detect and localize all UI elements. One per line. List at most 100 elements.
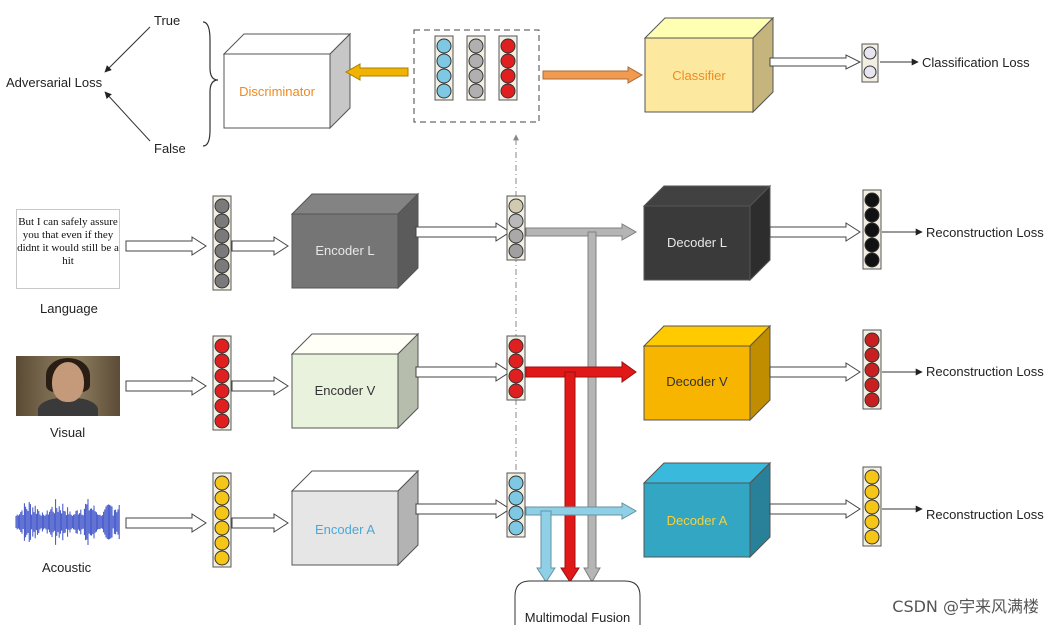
acoustic-latent-column-node-4 bbox=[508, 520, 524, 536]
language-input-column-node-1 bbox=[214, 198, 230, 214]
acoustic-output-column-node-5 bbox=[864, 529, 880, 545]
decoder-a-label: Decoder A bbox=[666, 513, 728, 528]
language-output-column-node-4 bbox=[864, 237, 880, 253]
watermark-text: CSDN @宇来风满楼 bbox=[892, 597, 1039, 616]
language-input-arrow bbox=[125, 236, 207, 256]
language-decoder-out-arrow bbox=[769, 222, 861, 242]
latent-red-column-node-4 bbox=[500, 83, 516, 99]
language-input-text: But I can safely assure you that even if… bbox=[16, 209, 120, 289]
visual-input-column-node-3 bbox=[214, 368, 230, 384]
acoustic-decoder-box-top bbox=[642, 462, 772, 484]
visual-output-column-node-5 bbox=[864, 392, 880, 408]
multimodal-fusion-label: Multimodal Fusion bbox=[524, 610, 631, 625]
decoder-v-label: Decoder V bbox=[666, 374, 728, 389]
discriminator-label: Discriminator bbox=[239, 84, 315, 99]
acoustic-output-column-node-2 bbox=[864, 484, 880, 500]
acoustic-encoder-box-top bbox=[290, 470, 420, 492]
visual-latent-column-node-2 bbox=[508, 353, 524, 369]
discriminator-box-top bbox=[222, 33, 352, 55]
acoustic-input-column-node-4 bbox=[214, 520, 230, 536]
acoustic-encoder-box-front bbox=[291, 490, 399, 566]
true-label: True bbox=[154, 13, 181, 28]
acoustic-output-column-node-1 bbox=[864, 469, 880, 485]
reconstruction-loss-v-label: Reconstruction Loss bbox=[926, 364, 1044, 379]
reconstruction-loss-l-label: Reconstruction Loss bbox=[926, 225, 1044, 240]
language-output-column-node-5 bbox=[864, 252, 880, 268]
visual-output-column-node-4 bbox=[864, 377, 880, 393]
red-latent-to-decoder-v bbox=[525, 361, 637, 383]
adversarial-loss-label: Adversarial Loss bbox=[6, 75, 103, 90]
acoustic-caption: Acoustic bbox=[42, 560, 92, 575]
latent-blue-column-node-4 bbox=[436, 83, 452, 99]
latent-gray-column-node-4 bbox=[468, 83, 484, 99]
acoustic-input-arrow bbox=[125, 513, 207, 533]
visual-decoder-box-front bbox=[643, 345, 751, 421]
encoder-l-label: Encoder L bbox=[315, 243, 375, 258]
language-input-column-node-5 bbox=[214, 258, 230, 274]
class-output-node-2 bbox=[863, 65, 877, 79]
language-input-column-node-2 bbox=[214, 213, 230, 229]
language-input-column-node-6 bbox=[214, 273, 230, 289]
visual-encoder-box-front bbox=[291, 353, 399, 429]
visual-encoder-out-arrow bbox=[415, 362, 511, 382]
acoustic-input-column-node-5 bbox=[214, 535, 230, 551]
arrow-true-to-loss bbox=[104, 26, 151, 73]
language-latent-column-node-3 bbox=[508, 228, 524, 244]
class-output-node-1 bbox=[863, 46, 877, 60]
gray-latent-to-decoder-l bbox=[525, 223, 638, 241]
acoustic-latent-column-node-3 bbox=[508, 505, 524, 521]
encoder-a-label: Encoder A bbox=[315, 522, 375, 537]
red-down-to-fusion bbox=[560, 371, 580, 583]
latent-group-frame bbox=[413, 29, 540, 123]
visual-output-column-node-2 bbox=[864, 347, 880, 363]
acoustic-decoder-out-arrow bbox=[769, 499, 861, 519]
visual-encoder-box-top bbox=[290, 333, 420, 355]
gray-down-to-fusion bbox=[583, 231, 601, 584]
language-decoder-box-front bbox=[643, 205, 751, 281]
visual-input-arrow bbox=[125, 376, 207, 396]
visual-input-column-node-4 bbox=[214, 383, 230, 399]
visual-input-column-node-2 bbox=[214, 353, 230, 369]
latent-red-column-node-2 bbox=[500, 53, 516, 69]
latent-gray-column-node-2 bbox=[468, 53, 484, 69]
visual-latent-column-node-4 bbox=[508, 383, 524, 399]
visual-output-column-node-3 bbox=[864, 362, 880, 378]
language-encoder-box-top bbox=[290, 193, 420, 215]
latent-blue-column-node-1 bbox=[436, 38, 452, 54]
acoustic-encoder-out-arrow bbox=[415, 499, 511, 519]
visual-input-image bbox=[16, 356, 120, 416]
language-output-column-node-2 bbox=[864, 207, 880, 223]
latent-red-column-node-1 bbox=[500, 38, 516, 54]
language-latent-column-node-1 bbox=[508, 198, 524, 214]
visual-latent-column-node-3 bbox=[508, 368, 524, 384]
latent-blue-column-node-2 bbox=[436, 53, 452, 69]
acoustic-input-column-node-1 bbox=[214, 475, 230, 491]
adversarial-brace bbox=[202, 21, 219, 147]
visual-to-encoder-arrow bbox=[231, 376, 289, 396]
visual-input-column-node-5 bbox=[214, 398, 230, 414]
latent-blue-column-node-3 bbox=[436, 68, 452, 84]
decoder-l-label: Decoder L bbox=[667, 235, 727, 250]
acoustic-latent-column-node-1 bbox=[508, 475, 524, 491]
classifier-box-top bbox=[643, 17, 775, 39]
visual-input-column-node-6 bbox=[214, 413, 230, 429]
acoustic-input-column-node-6 bbox=[214, 550, 230, 566]
visual-decoder-box-top bbox=[642, 325, 772, 347]
visual-caption: Visual bbox=[50, 425, 86, 440]
false-label: False bbox=[154, 141, 186, 156]
acoustic-latent-column-node-2 bbox=[508, 490, 524, 506]
language-to-encoder-arrow bbox=[231, 236, 289, 256]
arrow-to-discriminator bbox=[344, 63, 409, 81]
reconstruction-loss-a-label: Reconstruction Loss bbox=[926, 507, 1044, 522]
language-output-column-node-3 bbox=[864, 222, 880, 238]
discriminator-box-front bbox=[223, 53, 331, 129]
multimodal-fusion-box bbox=[514, 580, 641, 625]
acoustic-waveform bbox=[15, 498, 120, 546]
latent-gray-column-node-1 bbox=[468, 38, 484, 54]
classifier-label: Classifier bbox=[672, 68, 726, 83]
blue-down-to-fusion bbox=[536, 510, 556, 583]
language-latent-column-node-4 bbox=[508, 243, 524, 259]
classification-loss-label: Classification Loss bbox=[922, 55, 1030, 70]
